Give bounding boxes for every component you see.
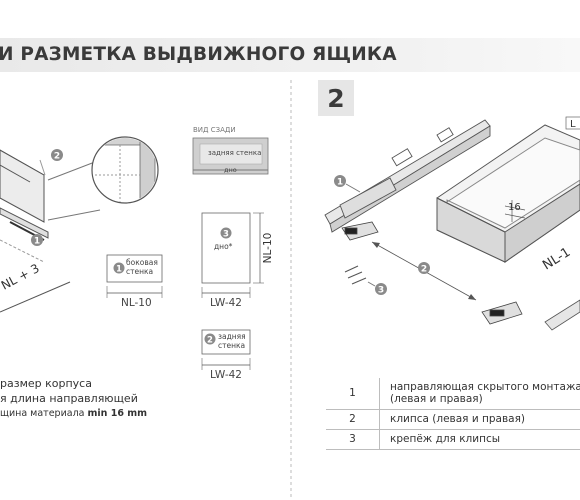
side-panel-dim: NL-10 xyxy=(121,297,152,309)
callout-2-left-text: 2 xyxy=(54,152,60,162)
callout-2-right-text: 2 xyxy=(421,265,427,275)
parts-table-desc: крепёж для клипсы xyxy=(379,429,580,450)
back-panel-dim: LW-42 xyxy=(210,369,242,381)
callout-1-left-text: 1 xyxy=(34,237,40,247)
rear-panel-label: задняя стенка xyxy=(208,149,262,157)
legend-left-line2: я длина направляющей xyxy=(0,392,138,405)
runner-rail-lower xyxy=(544,299,580,331)
parts-table-num: 1 xyxy=(326,378,380,410)
callout-1-left xyxy=(31,234,43,246)
step-number-badge: 2 xyxy=(318,80,354,116)
svg-text:3: 3 xyxy=(223,230,229,240)
nl-plus-3-label: NL + 3 xyxy=(0,261,42,293)
top-partial-dim: L xyxy=(570,119,576,130)
dim-16-label: 16 xyxy=(508,202,521,213)
bottom-panel-label: дно* xyxy=(214,242,233,251)
svg-text:1: 1 xyxy=(116,265,122,275)
side-panel-part xyxy=(106,254,163,283)
callout-2-left xyxy=(51,149,63,161)
rear-view-caption: ВИД СЗАДИ xyxy=(193,126,236,134)
detail-magnifier xyxy=(91,136,159,204)
callout-1-right-text: 1 xyxy=(337,178,343,188)
page-title: И РАЗМЕТКА ВЫДВИЖНОГО ЯЩИКА xyxy=(0,44,397,65)
nl-minus-label: NL-1 xyxy=(540,245,573,273)
clip-right xyxy=(481,301,523,325)
clip-left xyxy=(341,221,379,241)
parts-table-desc: направляющая скрытого монтажа (левая и п… xyxy=(379,378,580,410)
legend-left-line1: размер корпуса xyxy=(0,377,92,390)
screws xyxy=(344,265,367,285)
svg-text:2: 2 xyxy=(207,336,213,346)
parts-table-num: 3 xyxy=(326,429,380,450)
rear-bottom-label: дно xyxy=(224,166,237,174)
bottom-panel-part xyxy=(201,212,251,284)
parts-table-num: 2 xyxy=(326,409,380,430)
header-band xyxy=(0,38,580,72)
callout-3-right-text: 3 xyxy=(378,286,384,296)
bottom-height-dim: NL-10 xyxy=(262,233,274,264)
legend-left-line3: щина материала min 16 mm xyxy=(0,408,148,419)
bottom-width-dim: LW-42 xyxy=(210,297,242,309)
right-drawer-drawing xyxy=(436,124,580,263)
left-drawer-drawing xyxy=(0,149,101,313)
parts-table-desc: клипса (левая и правая) xyxy=(379,409,580,430)
runner-rail xyxy=(324,119,491,233)
legend-left: размер корпуса я длина направляющей щина… xyxy=(0,376,147,421)
